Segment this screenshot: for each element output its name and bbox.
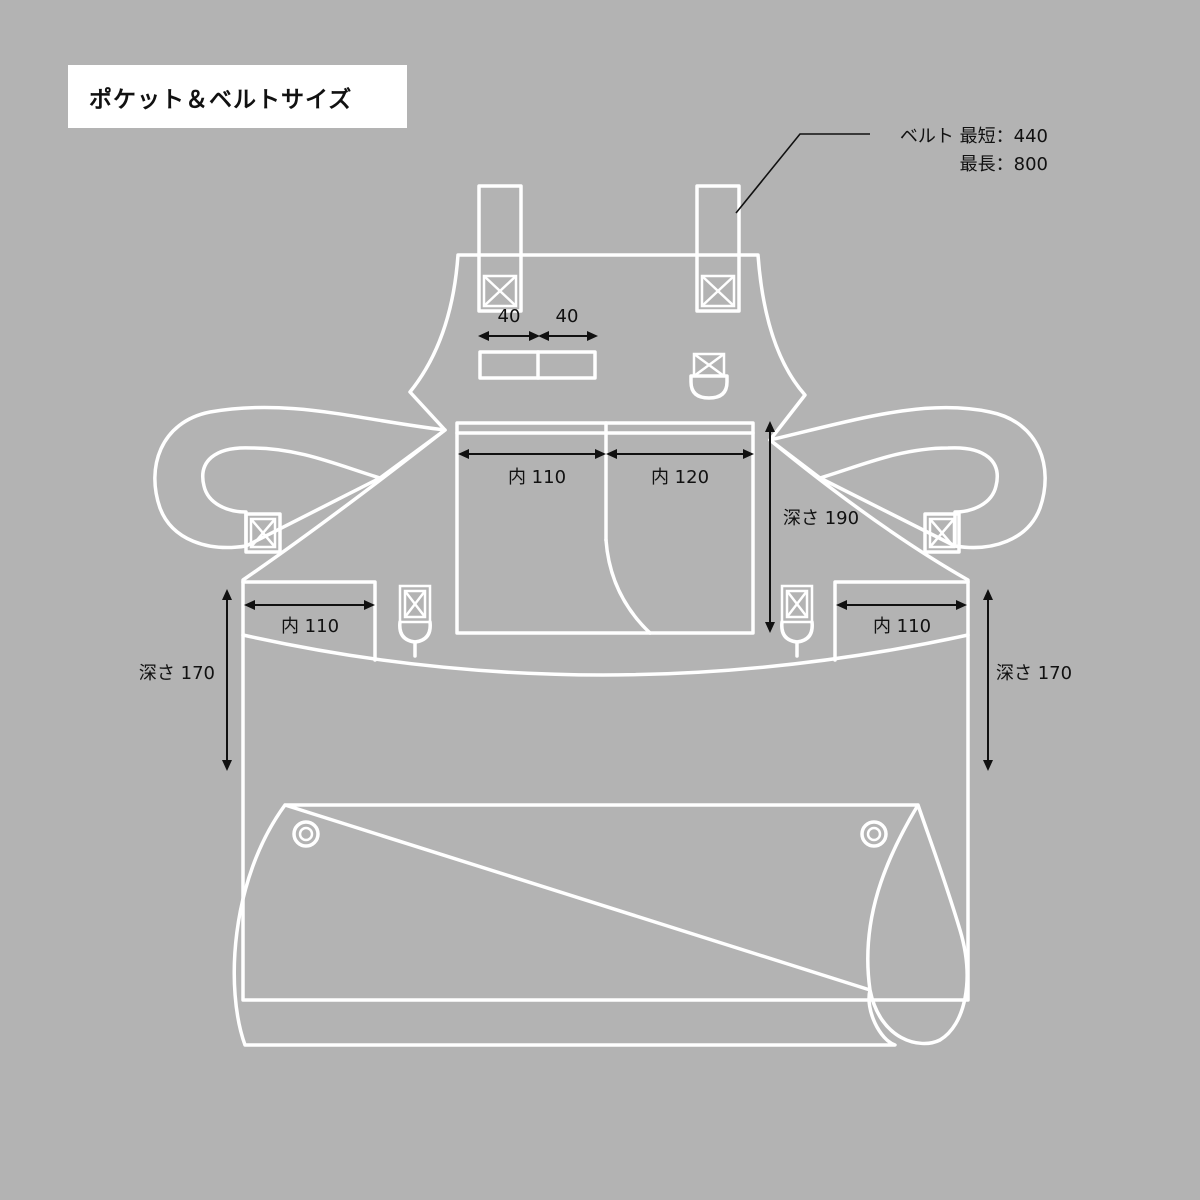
left-strap — [477, 184, 523, 313]
dim-side-right-width — [836, 600, 967, 610]
left-hanging-clip-icon — [398, 584, 432, 658]
label-side-left-width: 内 110 — [281, 616, 339, 637]
right-strap-buckle-icon — [700, 274, 736, 308]
left-shoulder-band — [244, 476, 382, 548]
label-side-right-depth: 深さ 170 — [996, 663, 1072, 684]
label-belt-longest: 最長：800 — [960, 154, 1048, 175]
dim-side-right-depth — [983, 589, 993, 771]
label-chest-depth: 深さ 190 — [783, 508, 859, 529]
chest-pocket — [455, 421, 755, 635]
pen-slots — [478, 350, 597, 380]
right-strap — [695, 184, 741, 313]
bottom-roll-pocket — [232, 803, 969, 1047]
dim-strap-right — [538, 331, 598, 341]
label-belt-shortest: ベルト 最短：440 — [900, 126, 1048, 147]
label-side-right-width: 内 110 — [873, 616, 931, 637]
label-strap-left: 40 — [498, 306, 521, 327]
right-shoulder-band — [818, 476, 957, 548]
title-box: ポケット＆ベルトサイズ — [68, 65, 407, 128]
right-shoulder-buckle-icon — [923, 512, 961, 554]
apron-body-outline — [241, 253, 970, 1002]
dim-chest-depth — [765, 421, 775, 633]
page-title: ポケット＆ベルトサイズ — [89, 86, 353, 113]
label-strap-right: 40 — [556, 306, 579, 327]
chest-d-ring-icon — [689, 352, 729, 400]
label-side-left-depth: 深さ 170 — [139, 663, 215, 684]
belt-leader-line — [735, 133, 870, 214]
dim-side-left-width — [244, 600, 375, 610]
right-side-pocket — [833, 580, 970, 662]
label-chest-right-width: 内 120 — [651, 467, 709, 488]
waist-seam — [241, 633, 970, 677]
dim-side-left-depth — [222, 589, 232, 771]
right-hanging-clip-icon — [780, 584, 814, 658]
left-strap-buckle-icon — [482, 274, 518, 308]
left-shoulder-loop — [153, 405, 447, 550]
dim-chest-right — [606, 449, 754, 459]
dim-strap-left — [478, 331, 540, 341]
left-shoulder-buckle-icon — [244, 512, 282, 554]
right-shoulder-loop — [768, 405, 1047, 550]
dim-chest-left — [458, 449, 606, 459]
label-chest-left-width: 内 110 — [508, 467, 566, 488]
left-side-pocket — [241, 580, 377, 662]
